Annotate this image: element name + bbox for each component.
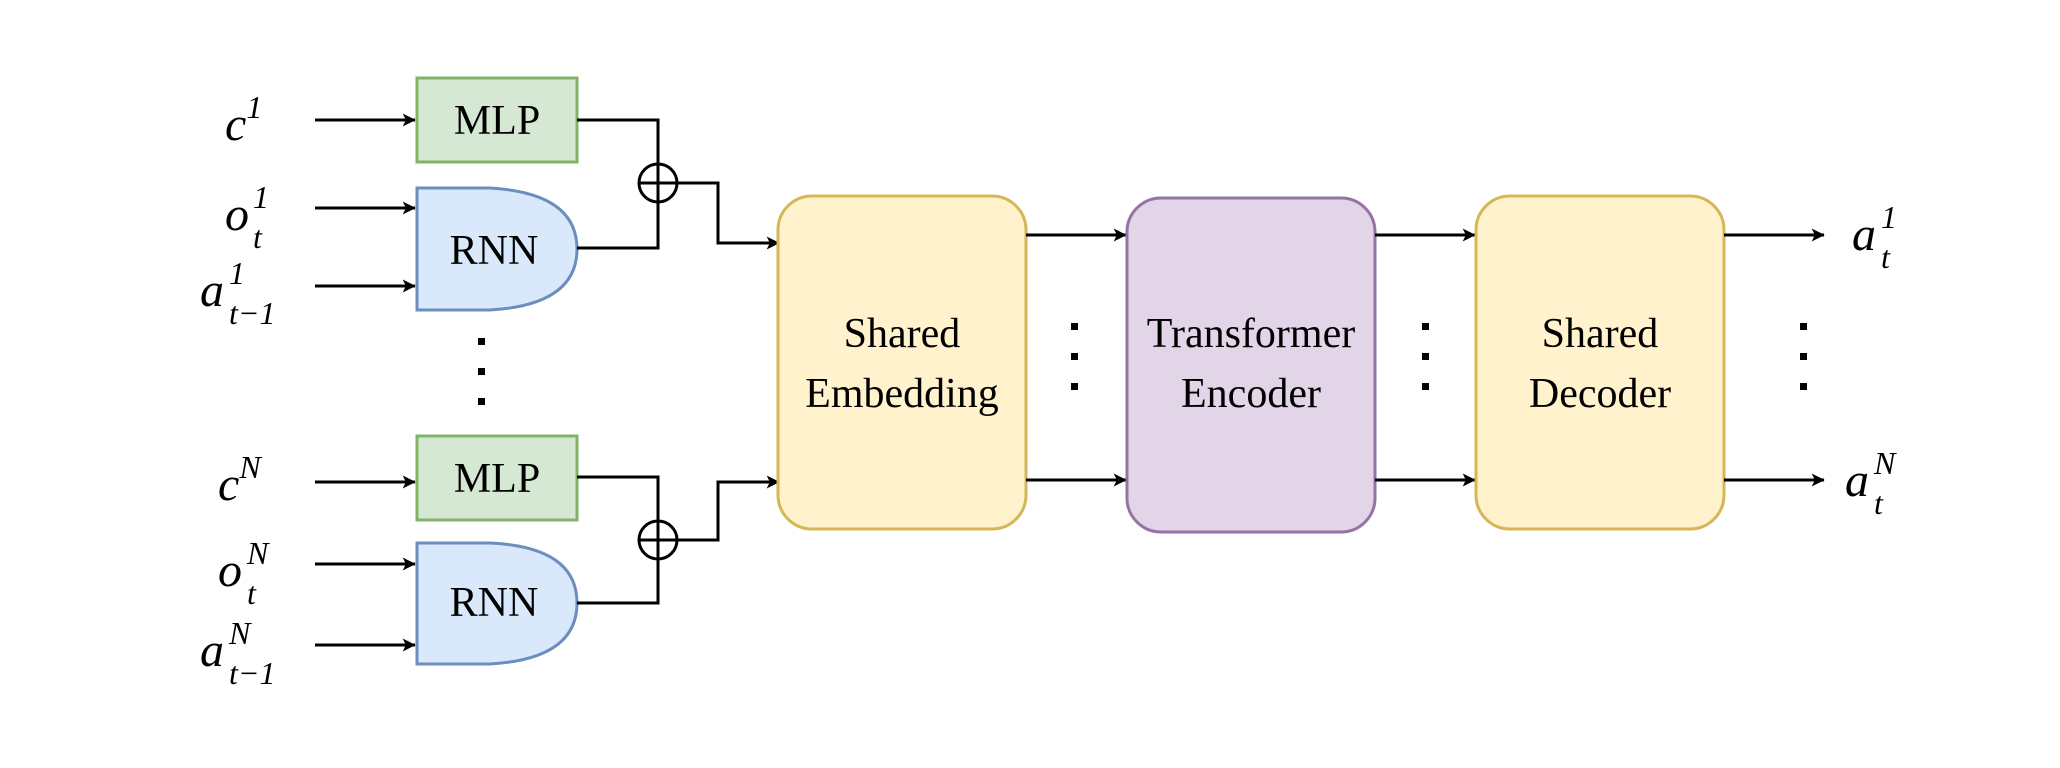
arrow-agent-1-to-embedding [677, 181, 780, 250]
shared-embedding-label-line1: Shared [844, 311, 961, 357]
arrow-agent-n-to-embedding [677, 475, 780, 542]
transformer-encoder-label-line2: Encoder [1181, 371, 1321, 417]
concat-circle-icon-agent-1 [637, 162, 679, 204]
mlp-box-agent-1 [415, 76, 579, 164]
shared-decoder-box [1474, 194, 1726, 531]
mlp-label-agent-n: MLP [454, 456, 540, 502]
shared-decoder-label-line2: Decoder [1529, 371, 1671, 417]
shared-decoder-label-line1: Shared [1542, 311, 1659, 357]
rnn-shape-agent-n [415, 541, 579, 666]
transformer-encoder-label-line1: Transformer [1147, 311, 1355, 357]
ellipsis-encoder-decoder [1422, 323, 1429, 390]
rnn-label-agent-1: RNN [450, 228, 539, 274]
input-cN-label: cN [218, 449, 262, 511]
shared-embedding-box [776, 194, 1028, 531]
agent-ellipsis [478, 338, 485, 405]
rnn-label-agent-n: RNN [450, 580, 539, 626]
mlp-label-agent-1: MLP [454, 98, 540, 144]
concat-circle-icon-agent-n [637, 519, 679, 561]
ellipsis-outputs [1800, 323, 1807, 390]
rnn-shape-agent-1 [415, 186, 579, 312]
transformer-encoder-box [1125, 196, 1377, 534]
ellipsis-embedding-encoder [1071, 323, 1078, 390]
input-c1-label: c1 [225, 89, 262, 151]
shared-embedding-label-line2: Embedding [805, 371, 999, 417]
